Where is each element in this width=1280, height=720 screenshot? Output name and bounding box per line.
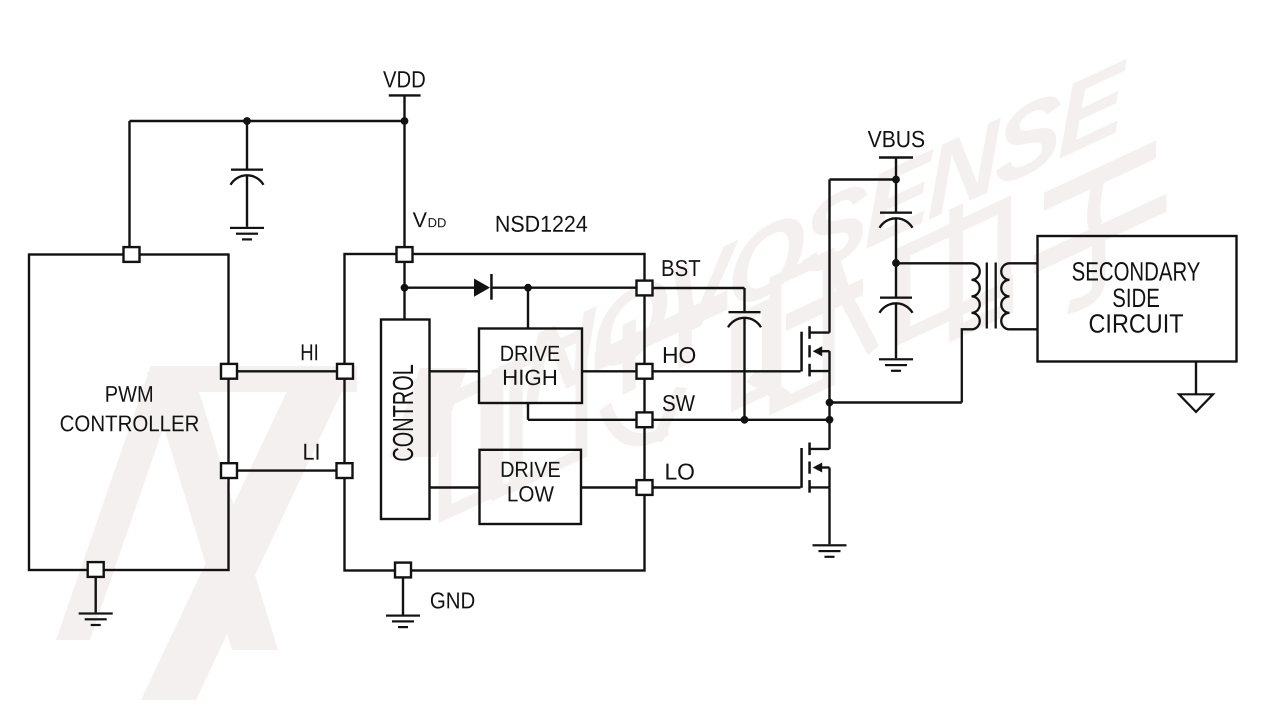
svg-text:CIRCUIT: CIRCUIT <box>1089 309 1184 339</box>
svg-text:NSD1224: NSD1224 <box>495 211 588 237</box>
svg-text:SIDE: SIDE <box>1112 283 1160 313</box>
svg-text:SECONDARY: SECONDARY <box>1072 257 1201 287</box>
svg-text:VBUS: VBUS <box>868 126 926 152</box>
svg-text:VDD: VDD <box>383 66 426 92</box>
svg-text:LI: LI <box>302 439 320 465</box>
svg-text:CONTROLLER: CONTROLLER <box>60 410 200 436</box>
svg-text:LO: LO <box>664 459 695 485</box>
svg-text:DRIVE: DRIVE <box>500 457 561 482</box>
svg-text:LOW: LOW <box>507 481 554 506</box>
svg-text:BST: BST <box>661 255 701 281</box>
svg-text:V: V <box>413 208 428 232</box>
svg-text:DD: DD <box>428 215 447 230</box>
svg-text:CONTROL: CONTROL <box>388 364 420 462</box>
svg-text:DRIVE: DRIVE <box>500 341 561 366</box>
svg-text:HO: HO <box>662 342 696 368</box>
svg-text:HIGH: HIGH <box>502 365 558 390</box>
svg-text:GND: GND <box>430 587 475 613</box>
svg-text:HI: HI <box>300 339 319 365</box>
svg-text:SW: SW <box>662 390 695 416</box>
svg-text:PWM: PWM <box>105 381 154 407</box>
